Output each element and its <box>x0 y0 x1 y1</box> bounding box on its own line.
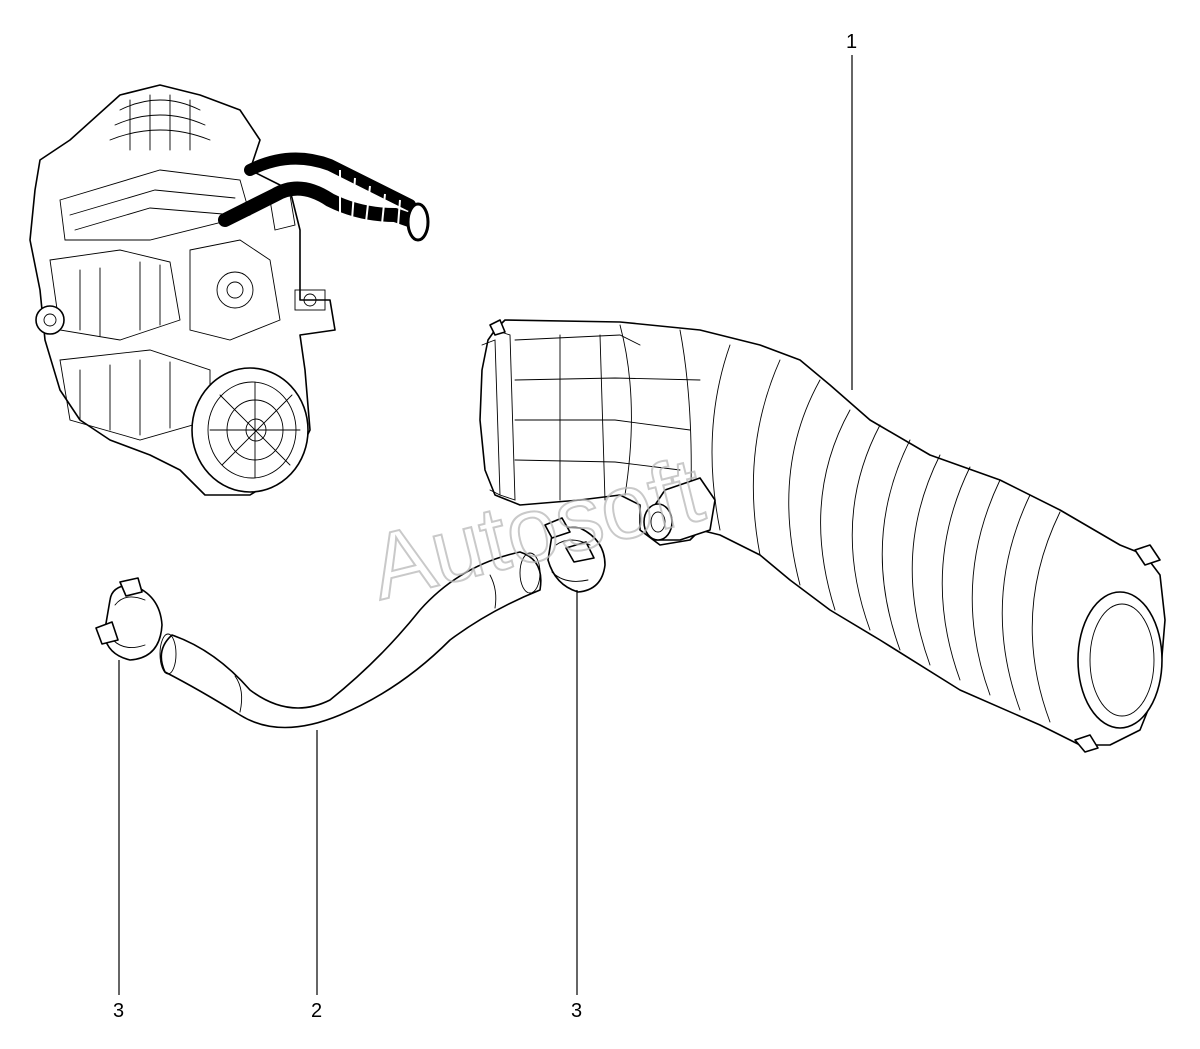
leader-lines <box>118 55 853 995</box>
callout-label-part-1: 1 <box>846 31 857 53</box>
hose-illustration <box>159 551 542 729</box>
hose-clamp-right-illustration <box>544 517 606 593</box>
air-intake-duct-illustration <box>479 319 1166 753</box>
engine-assembly-illustration <box>29 84 430 496</box>
callout-label-part-3-left: 3 <box>113 1000 124 1022</box>
callout-label-part-3-right: 3 <box>571 1000 582 1022</box>
hose-clamp-left-illustration <box>95 577 163 661</box>
callout-label-part-2: 2 <box>311 1000 322 1022</box>
